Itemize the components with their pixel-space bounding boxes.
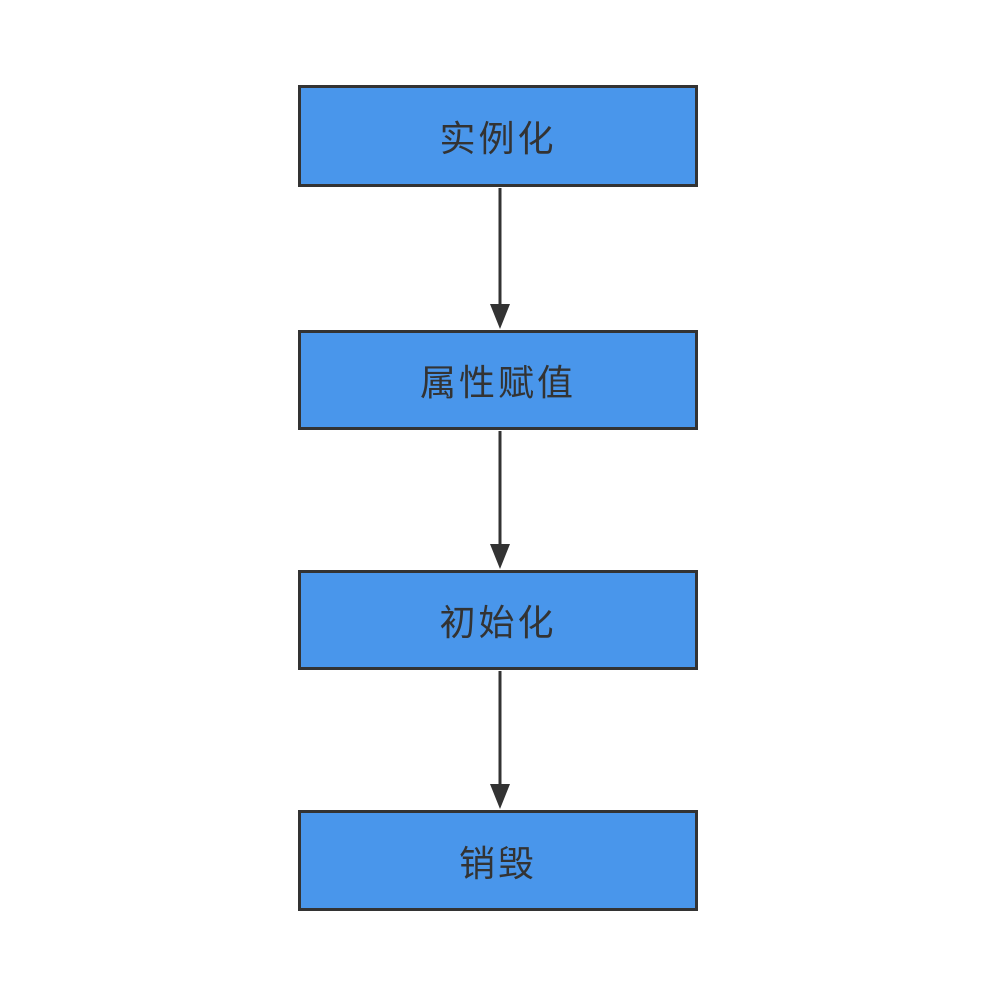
arrow-initialize-to-destroy	[490, 671, 510, 809]
node-property-assignment-label: 属性赋值	[419, 362, 576, 403]
arrow-instantiate-to-property-assignment	[490, 188, 510, 329]
node-instantiate-label: 实例化	[439, 118, 557, 159]
node-destroy: 销毁	[298, 810, 698, 911]
node-initialize: 初始化	[298, 570, 698, 670]
node-instantiate: 实例化	[298, 85, 698, 187]
node-destroy-label: 销毁	[458, 842, 537, 884]
node-property-assignment: 属性赋值	[298, 330, 698, 430]
arrow-property-assignment-to-initialize	[490, 431, 510, 569]
node-initialize-label: 初始化	[439, 602, 557, 643]
